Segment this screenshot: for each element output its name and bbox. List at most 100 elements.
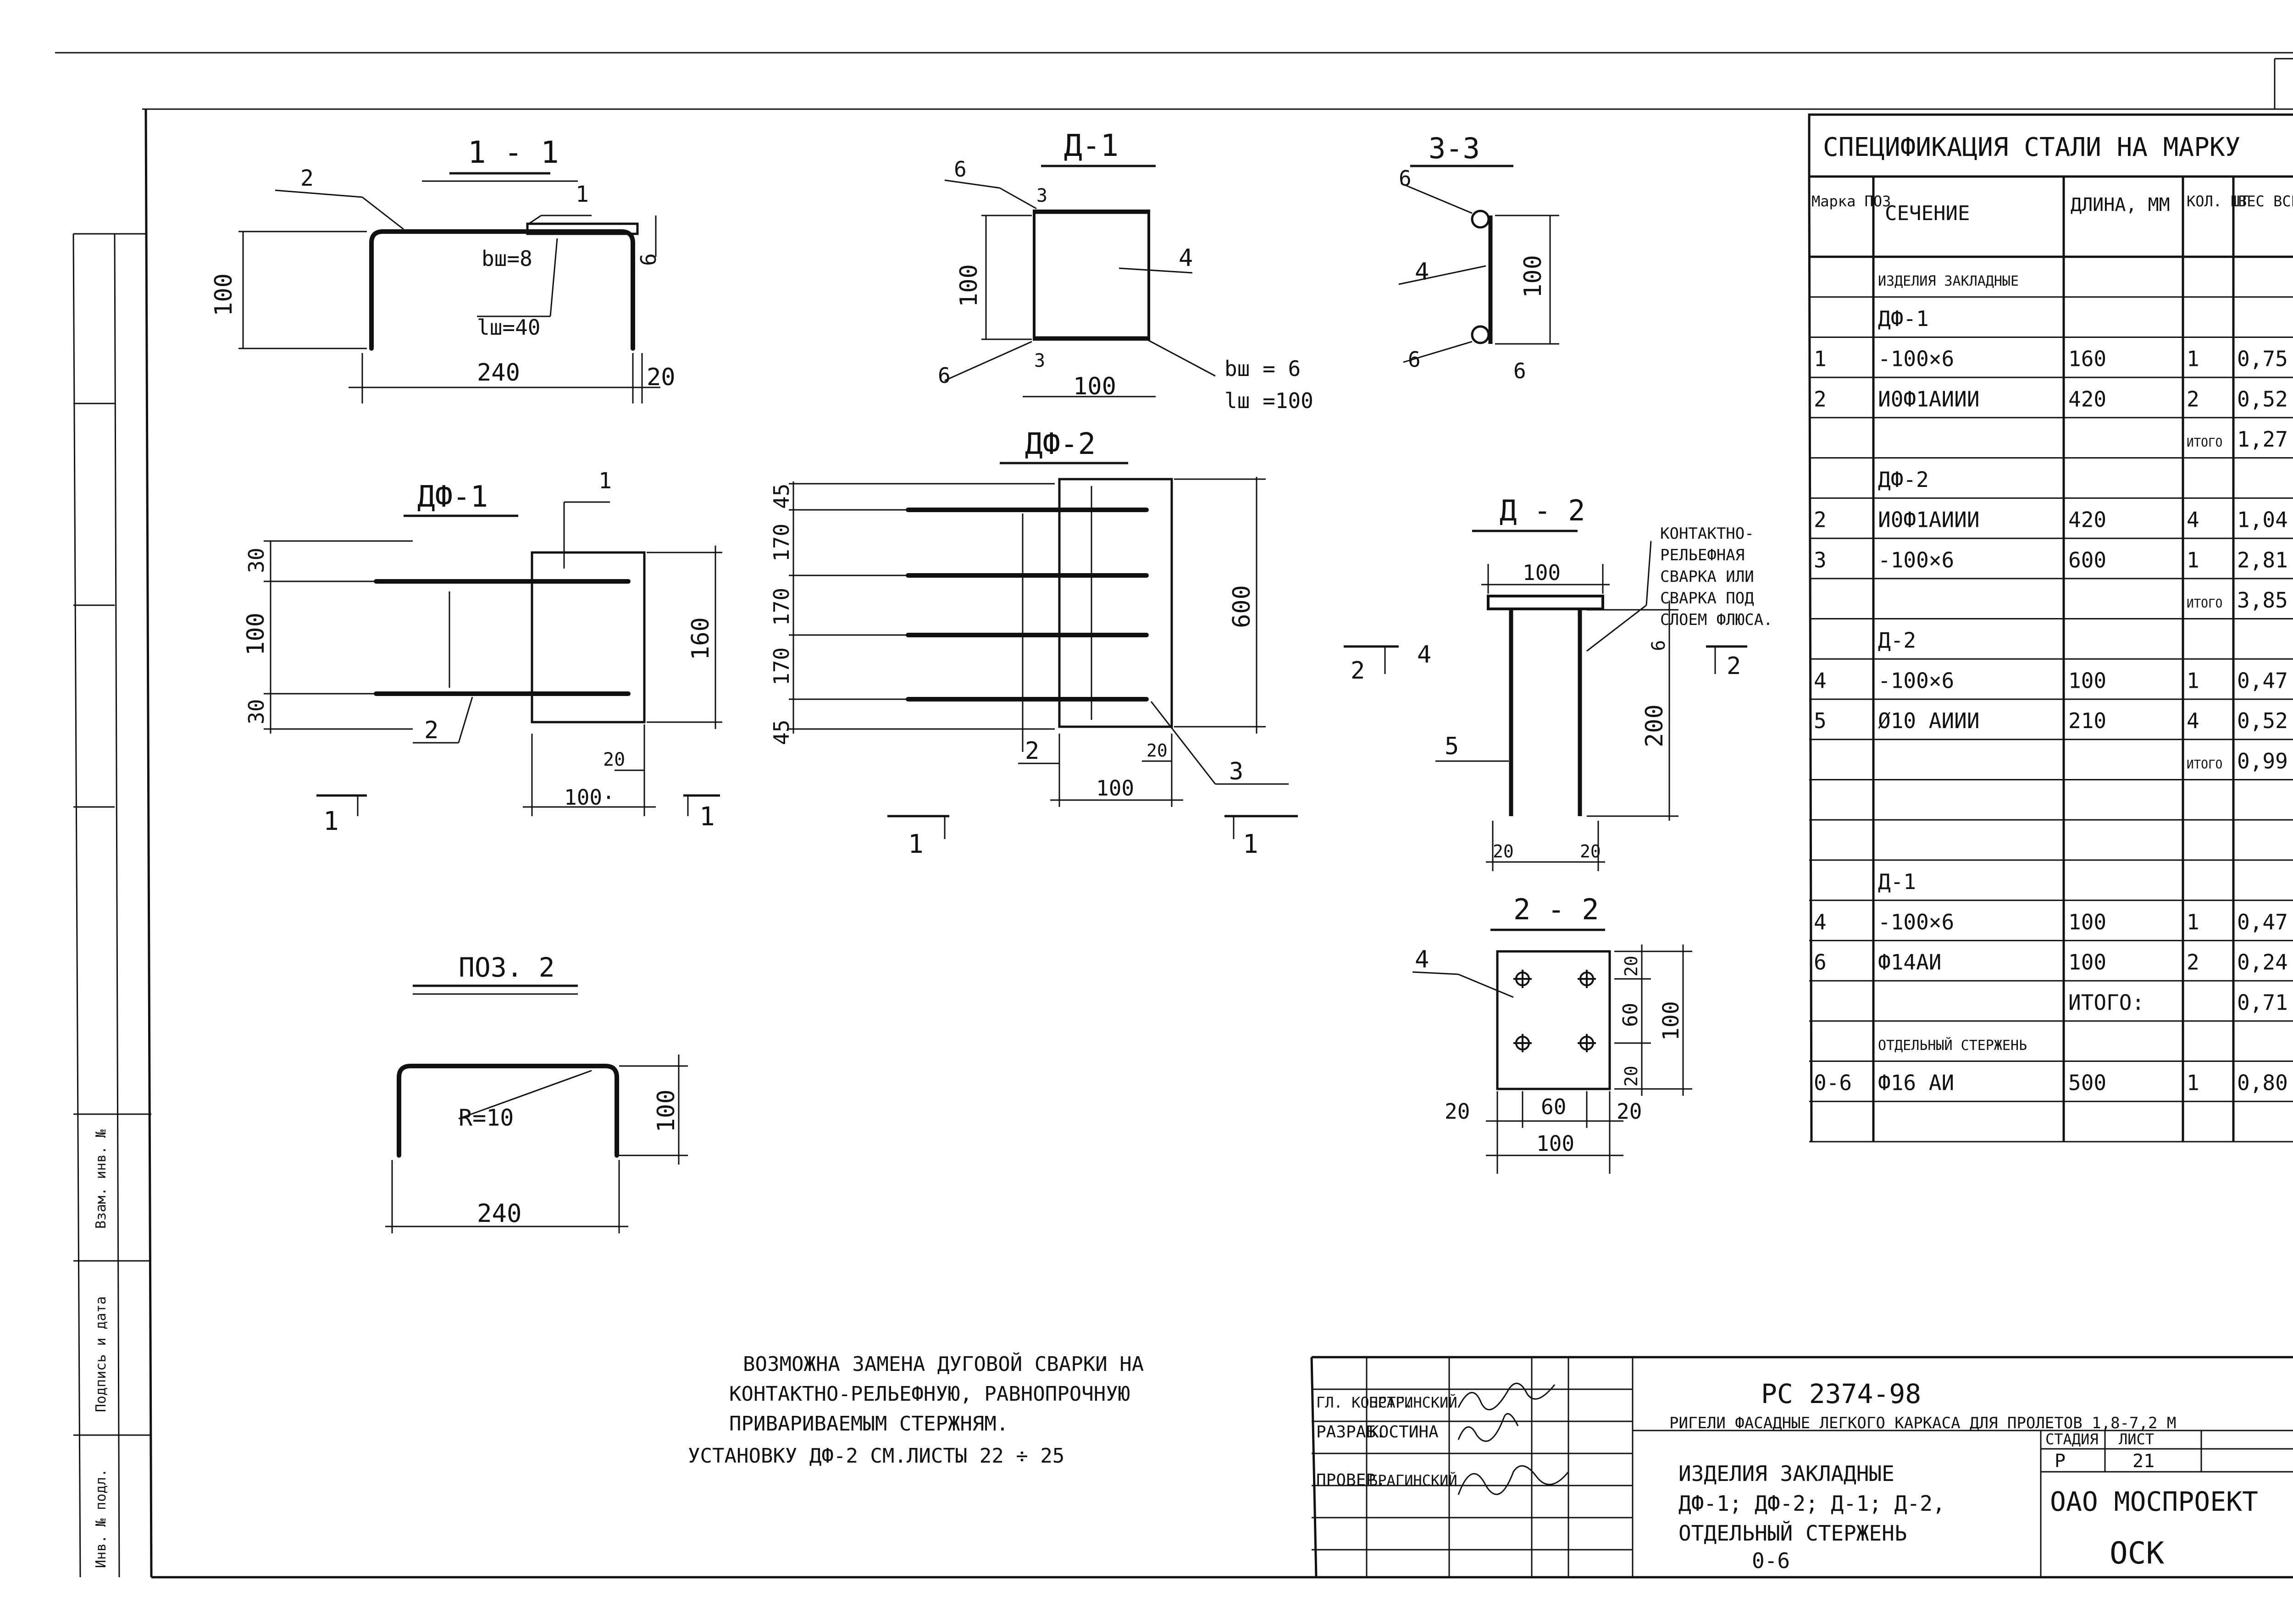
d2-dim-20b: 20 bbox=[1580, 841, 1601, 862]
spec-cell: 0,24 bbox=[2237, 950, 2288, 975]
pos-6-top: 6 bbox=[954, 157, 967, 182]
view-d2: Д - 2 100 200 6 20 20 5 4 2 2 КОНТАКТНО-… bbox=[1344, 494, 1773, 871]
strip-label-inventory: Инв. № подл. bbox=[93, 1469, 109, 1568]
strip-label-signature: Подпись и дата bbox=[93, 1296, 109, 1412]
spec-cell: Д-2 bbox=[1878, 628, 1916, 653]
weld-b-d1: bш = 6 bbox=[1224, 356, 1301, 381]
s22-dim-20r: 20 bbox=[1617, 1099, 1642, 1124]
spec-cell: 1,04 bbox=[2237, 508, 2288, 532]
s22-rod-marks bbox=[1513, 970, 1596, 1052]
section-2-2: 2 - 2 4 20 60 20 100 20 60 20 100 bbox=[1412, 893, 1692, 1174]
dim-width: 240 bbox=[477, 359, 520, 387]
df1-sec-left: 1 bbox=[323, 806, 339, 836]
note-line-3: ПРИВАРИВАЕМЫМ СТЕРЖНЯМ. bbox=[729, 1412, 1008, 1436]
name-checker: БРАГИНСКИЙ bbox=[1369, 1472, 1457, 1489]
spec-title-frame bbox=[1808, 113, 2293, 178]
item-line-1: ИЗДЕЛИЯ ЗАКЛАДНЫЕ bbox=[1678, 1461, 1894, 1486]
df2-sec-left: 1 bbox=[908, 829, 924, 859]
spec-cell: 1 bbox=[2187, 1071, 2199, 1095]
doc-code: РС 2374-98 bbox=[1761, 1378, 1921, 1409]
pos-3-bottom: 3 bbox=[1034, 350, 1045, 371]
pos-4-33: 4 bbox=[1415, 258, 1429, 286]
spec-table: СПЕЦИФИКАЦИЯ СТАЛИ НА МАРКУ Марка ПОЗ СЕ… bbox=[1808, 113, 2293, 1143]
d2-pos4: 4 bbox=[1417, 641, 1431, 668]
spec-cell: И0Ф1АИИИ bbox=[1878, 508, 1980, 532]
spec-cell: 4 bbox=[2187, 508, 2199, 532]
spec-cell: 160 bbox=[2068, 347, 2106, 371]
spec-cell: 100 bbox=[2068, 668, 2106, 693]
df2-dim-170a: 170 bbox=[769, 524, 794, 562]
df1-dim-mid: 100 bbox=[242, 613, 270, 656]
section-d1: Д-1 6 3 4 6 3 100 100 bш = 6 lш =100 bbox=[938, 128, 1313, 413]
spec-cell: 5 bbox=[1814, 708, 1827, 733]
d2-dim-width: 100 bbox=[1523, 560, 1561, 585]
spec-cell: 4 bbox=[2187, 708, 2199, 733]
poz2-dim-height: 100 bbox=[653, 1089, 680, 1132]
spec-cell: -100×6 bbox=[1878, 910, 1954, 934]
spec-cell: 1 bbox=[2187, 347, 2199, 371]
section-3-3: 3-3 6 4 6 100 6 bbox=[1398, 132, 1559, 383]
strip-label-interchange: Взам. инв. № bbox=[93, 1129, 109, 1229]
spec-cell: 2 bbox=[2187, 387, 2199, 411]
spec-cell: Д-1 bbox=[1878, 869, 1916, 894]
project-name: РИГЕЛИ ФАСАДНЫЕ ЛЕГКОГО КАРКАСА ДЛЯ ПРОЛ… bbox=[1669, 1414, 2176, 1432]
spec-cell: 2 bbox=[1814, 508, 1827, 532]
spec-cell: 3,85 bbox=[2237, 588, 2288, 613]
s22-dim-20b: 20 bbox=[1621, 1066, 1641, 1087]
spec-cell: 500 bbox=[2068, 1071, 2106, 1095]
spec-cell: 600 bbox=[2068, 547, 2106, 572]
d2-sec-left: 2 bbox=[1351, 657, 1365, 685]
df1-sec-right: 1 bbox=[699, 802, 715, 832]
df2-dim-45b: 45 bbox=[769, 720, 794, 745]
df1-dim-top: 30 bbox=[244, 548, 269, 573]
section-3-3-title: 3-3 bbox=[1429, 132, 1480, 165]
df1-dim-plate: 160 bbox=[687, 617, 714, 660]
spec-cell: -100×6 bbox=[1878, 347, 1954, 371]
spec-cell: ИЗДЕЛИЯ ЗАКЛАДНЫЕ bbox=[1878, 273, 2019, 289]
dim-small: 6 bbox=[636, 253, 661, 266]
d2-note-3: СВАРКА ИЛИ bbox=[1660, 568, 1754, 586]
dim-height-d1: 100 bbox=[955, 264, 983, 307]
sheet-frame bbox=[55, 52, 2293, 1579]
stage-value: Р bbox=[2055, 1451, 2066, 1472]
name-developer: КОСТИНА bbox=[1369, 1423, 1439, 1442]
note-line-1: ВОЗМОЖНА ЗАМЕНА ДУГОВОЙ СВАРКИ НА bbox=[743, 1352, 1144, 1376]
item-code: 0-6 bbox=[1752, 1548, 1790, 1573]
spec-title: СПЕЦИФИКАЦИЯ СТАЛИ НА МАРКУ bbox=[1823, 133, 2240, 162]
df1-title: ДФ-1 bbox=[417, 480, 488, 514]
title-block: ГЛ. КОНСТР. РАЗРАБ. ПРОВЕР. БРАГИНСКИЙ К… bbox=[1310, 1356, 2293, 1578]
d2-note-1: КОНТАКТНО- bbox=[1660, 525, 1754, 543]
d2-dim-plate: 6 bbox=[1648, 640, 1669, 651]
spec-h-section: СЕЧЕНИЕ bbox=[1885, 202, 1970, 225]
plate-pos4 bbox=[1033, 210, 1150, 341]
spec-cell: 210 bbox=[2068, 708, 2106, 733]
df1-plate bbox=[531, 551, 646, 724]
spec-cell: 3 bbox=[1814, 547, 1827, 572]
name-chief: БРАГИНСКИЙ bbox=[1369, 1394, 1457, 1411]
spec-cell: 0,52 bbox=[2237, 387, 2288, 411]
sheet-label: ЛИСТ bbox=[2119, 1431, 2154, 1448]
pos-1: 1 bbox=[576, 182, 589, 207]
spec-h-mark: Марка ПОЗ bbox=[1811, 193, 1891, 210]
spec-cell: 4 bbox=[1814, 910, 1827, 934]
spec-cell: 4 bbox=[1814, 668, 1827, 693]
weld-b: bш=8 bbox=[482, 246, 532, 271]
spec-cell: ИТОГО bbox=[2187, 758, 2222, 772]
df1-pos2: 2 bbox=[424, 717, 438, 744]
spec-cell: ДФ-1 bbox=[1878, 306, 1929, 331]
spec-cell: ИТОГО bbox=[2187, 436, 2222, 450]
pos-6-top-33: 6 bbox=[1399, 166, 1412, 191]
spec-cell: ИТОГО: bbox=[2068, 990, 2144, 1015]
view-df1: ДФ-1 1 2 30 100 30 160 100· 20 1 1 bbox=[242, 468, 722, 836]
spec-cell: 1,27 bbox=[2237, 427, 2288, 452]
df2-dim-width: 100 bbox=[1096, 776, 1134, 801]
spec-cell: ОТДЕЛЬНЫЙ СТЕРЖЕНЬ bbox=[1878, 1037, 2027, 1054]
spec-cell: 1 bbox=[2187, 668, 2199, 693]
dim-end: 20 bbox=[647, 364, 676, 391]
spec-cell: 1 bbox=[2187, 547, 2199, 572]
role-checker: ПРОВЕР. bbox=[1316, 1471, 1386, 1490]
signature-chief bbox=[1457, 1382, 1556, 1411]
left-binding-strip: Взам. инв. № Подпись и дата Инв. № подл. bbox=[72, 233, 151, 1578]
plate-pos1 bbox=[526, 222, 639, 235]
s22-dim-60v: 60 bbox=[1619, 1003, 1642, 1027]
